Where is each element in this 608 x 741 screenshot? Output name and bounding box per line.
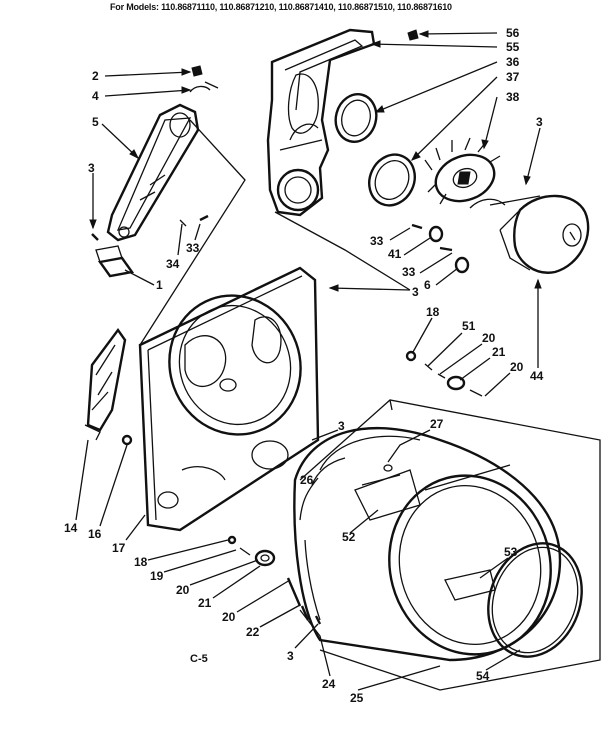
callout-41: 41: [388, 247, 402, 261]
callout-25: 25: [350, 691, 364, 705]
models-header: For Models: 110.86871110, 110.86871210, …: [110, 2, 452, 12]
callout-27: 27: [430, 417, 444, 431]
callout-3-drum: 3: [338, 419, 345, 433]
callout-51: 51: [462, 319, 476, 333]
callout-44: 44: [530, 369, 544, 383]
idler-spring-parts-2-4: [189, 65, 219, 93]
idler-bracket-5: [106, 103, 200, 242]
callout-16: 16: [88, 527, 102, 541]
callout-3-left: 3: [88, 161, 95, 175]
front-hardware-lower: [227, 535, 322, 625]
callout-34: 34: [166, 257, 180, 271]
drum-cabinet-outline: [299, 399, 601, 691]
callout-20-upper-a: 20: [482, 331, 496, 345]
callout-22: 22: [246, 625, 260, 639]
callout-33-lower: 33: [402, 265, 416, 279]
callout-24: 24: [322, 677, 336, 691]
callout-labels: 56 55 36 37 38 3 2 4 5 3 33 34 1 33 41 3…: [64, 26, 544, 705]
screw-16: [121, 434, 133, 446]
callout-4: 4: [92, 89, 99, 103]
callout-3-bottom: 3: [287, 649, 294, 663]
callout-6: 6: [424, 278, 431, 292]
drum-seal-ring-37: [368, 153, 416, 207]
front-bulkhead-17: [138, 266, 320, 532]
rear-bulkhead: [266, 28, 376, 217]
callout-2: 2: [92, 69, 99, 83]
screw-33-41-group: [407, 29, 470, 274]
callout-33-left: 33: [186, 241, 200, 255]
drum-25: [293, 427, 562, 662]
callout-55: 55: [506, 40, 520, 54]
callout-17: 17: [112, 541, 126, 555]
callout-14: 14: [64, 521, 78, 535]
bracket-1: [95, 245, 135, 278]
door-switch-14: [84, 327, 127, 441]
callout-19: 19: [150, 569, 164, 583]
callout-37: 37: [506, 70, 520, 84]
callout-33-mid: 33: [370, 234, 384, 248]
drum-seal-54: [487, 542, 583, 658]
screws-33-34: [91, 214, 209, 241]
callout-53: 53: [504, 545, 518, 559]
callout-20-lower-b: 20: [222, 610, 236, 624]
blower-seal-ring: [334, 93, 378, 143]
callout-20-upper-b: 20: [510, 360, 524, 374]
blower-wheel-38: [424, 137, 501, 205]
callout-52: 52: [342, 530, 356, 544]
callout-5: 5: [92, 115, 99, 129]
page-mark: C-5: [190, 653, 208, 665]
front-hardware-upper: [405, 350, 483, 397]
callout-21-lower: 21: [198, 596, 212, 610]
callout-3-top-right: 3: [536, 115, 543, 129]
callout-3-center: 3: [412, 285, 419, 299]
callout-36: 36: [506, 55, 520, 69]
callout-18-lower: 18: [134, 555, 148, 569]
callout-56: 56: [506, 26, 520, 40]
leader-lines: [75, 30, 542, 691]
callout-21-upper: 21: [492, 345, 506, 359]
callout-54: 54: [476, 669, 490, 683]
callout-20-lower-a: 20: [176, 583, 190, 597]
callout-1: 1: [156, 278, 163, 292]
motor-pulley-housing-44: [469, 194, 590, 274]
callout-18-upper: 18: [426, 305, 440, 319]
callout-26: 26: [300, 473, 314, 487]
callout-38: 38: [506, 90, 520, 104]
